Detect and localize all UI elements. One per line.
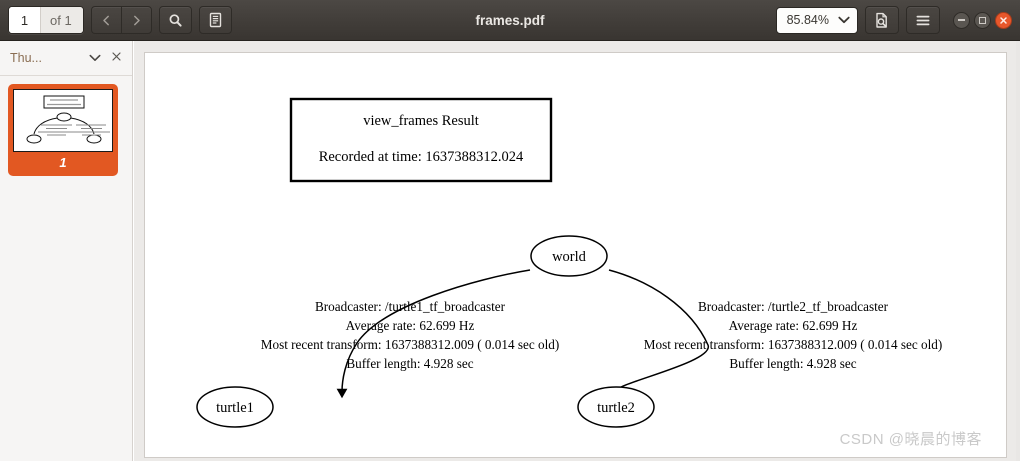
thumbnail-sidebar: Thu... (0, 41, 133, 461)
edge-label-turtle2: Broadcaster: /turtle2_tf_broadcaster Ave… (644, 299, 943, 371)
node-turtle1 (196, 386, 274, 428)
window-controls (953, 11, 1012, 29)
chevron-down-icon (89, 54, 101, 61)
zoom-level-value: 85.84% (786, 13, 829, 27)
edge-label-turtle1: Broadcaster: /turtle1_tf_broadcaster Ave… (261, 299, 560, 371)
edge-world-turtle2 (608, 269, 709, 398)
edge1-line-3: Most recent transform: 1637388312.009 ( … (261, 337, 560, 352)
search-icon (169, 13, 182, 27)
edge1-line-2: Average rate: 62.699 Hz (346, 318, 475, 333)
edge1-line-4: Buffer length: 4.928 sec (346, 356, 473, 371)
chevron-right-icon (133, 15, 140, 25)
thumbnail-preview (13, 89, 113, 152)
pdf-page: view_frames Result Recorded at time: 163… (145, 53, 1006, 457)
toolbar-left: 1 of 1 (0, 6, 232, 34)
thumbnail-page-number: 1 (59, 155, 67, 170)
watermark-text: CSDN @晓晨的博客 (839, 431, 982, 448)
chevron-down-icon (838, 16, 850, 24)
next-page-button[interactable] (120, 6, 152, 34)
previous-page-button[interactable] (90, 6, 121, 34)
edge2-line-3: Most recent transform: 1637388312.009 ( … (644, 337, 943, 352)
edge2-line-1: Broadcaster: /turtle2_tf_broadcaster (698, 299, 889, 314)
right-edge-filler (1016, 41, 1020, 461)
toolbar-right: 85.84% (775, 6, 1020, 34)
thumbnail-item-1[interactable]: 1 (8, 84, 118, 176)
fit-page-icon (876, 12, 887, 28)
edge1-line-1: Broadcaster: /turtle1_tf_broadcaster (315, 299, 506, 314)
maximize-icon (979, 16, 986, 24)
hamburger-menu-icon (916, 15, 930, 25)
sidebar-header: Thu... (0, 41, 132, 76)
page-number-input[interactable]: 1 (9, 7, 41, 33)
node-world-label: world (552, 249, 587, 265)
edge2-line-2: Average rate: 62.699 Hz (729, 318, 858, 333)
node-world (530, 235, 608, 277)
page-navigation-entry[interactable]: 1 of 1 (8, 6, 84, 34)
sidebar-close-button[interactable] (107, 51, 126, 65)
maximize-button[interactable] (974, 11, 991, 29)
node-turtle1-label: turtle1 (216, 400, 254, 416)
thumbnail-graph-preview (26, 95, 110, 144)
title-bar: frames.pdf 1 of 1 (0, 0, 1020, 41)
sidebar-tab-label[interactable]: Thu... (10, 51, 42, 65)
minimize-icon (958, 19, 965, 21)
zoom-level-selector[interactable]: 85.84% (775, 6, 858, 34)
edge-world-turtle1 (336, 269, 531, 399)
chevron-left-icon (102, 15, 109, 25)
minimize-button[interactable] (953, 11, 970, 29)
graph-header-title: view_frames Result (363, 113, 479, 129)
edge2-line-4: Buffer length: 4.928 sec (729, 356, 856, 371)
sidebar-dropdown-button[interactable] (83, 51, 107, 65)
sidebar-toggle-icon (209, 12, 221, 28)
node-turtle2 (577, 386, 655, 428)
document-view[interactable]: view_frames Result Recorded at time: 163… (134, 41, 1020, 461)
fit-page-button[interactable] (865, 6, 899, 34)
close-button[interactable] (995, 11, 1012, 29)
thumbnail-list: 1 (0, 76, 132, 176)
close-icon (1000, 16, 1007, 24)
main-menu-button[interactable] (906, 6, 940, 34)
graph-header-subtitle: Recorded at time: 1637388312.024 (319, 149, 524, 165)
graph-header-box (289, 97, 553, 183)
node-turtle2-label: turtle2 (597, 400, 635, 416)
page-step-buttons (90, 6, 152, 34)
sidebar-toggle-button[interactable] (198, 6, 232, 34)
page-total-label: of 1 (41, 7, 83, 33)
close-icon (112, 52, 121, 61)
tf-frames-graph: view_frames Result Recorded at time: 163… (196, 97, 943, 428)
search-button[interactable] (158, 6, 192, 34)
